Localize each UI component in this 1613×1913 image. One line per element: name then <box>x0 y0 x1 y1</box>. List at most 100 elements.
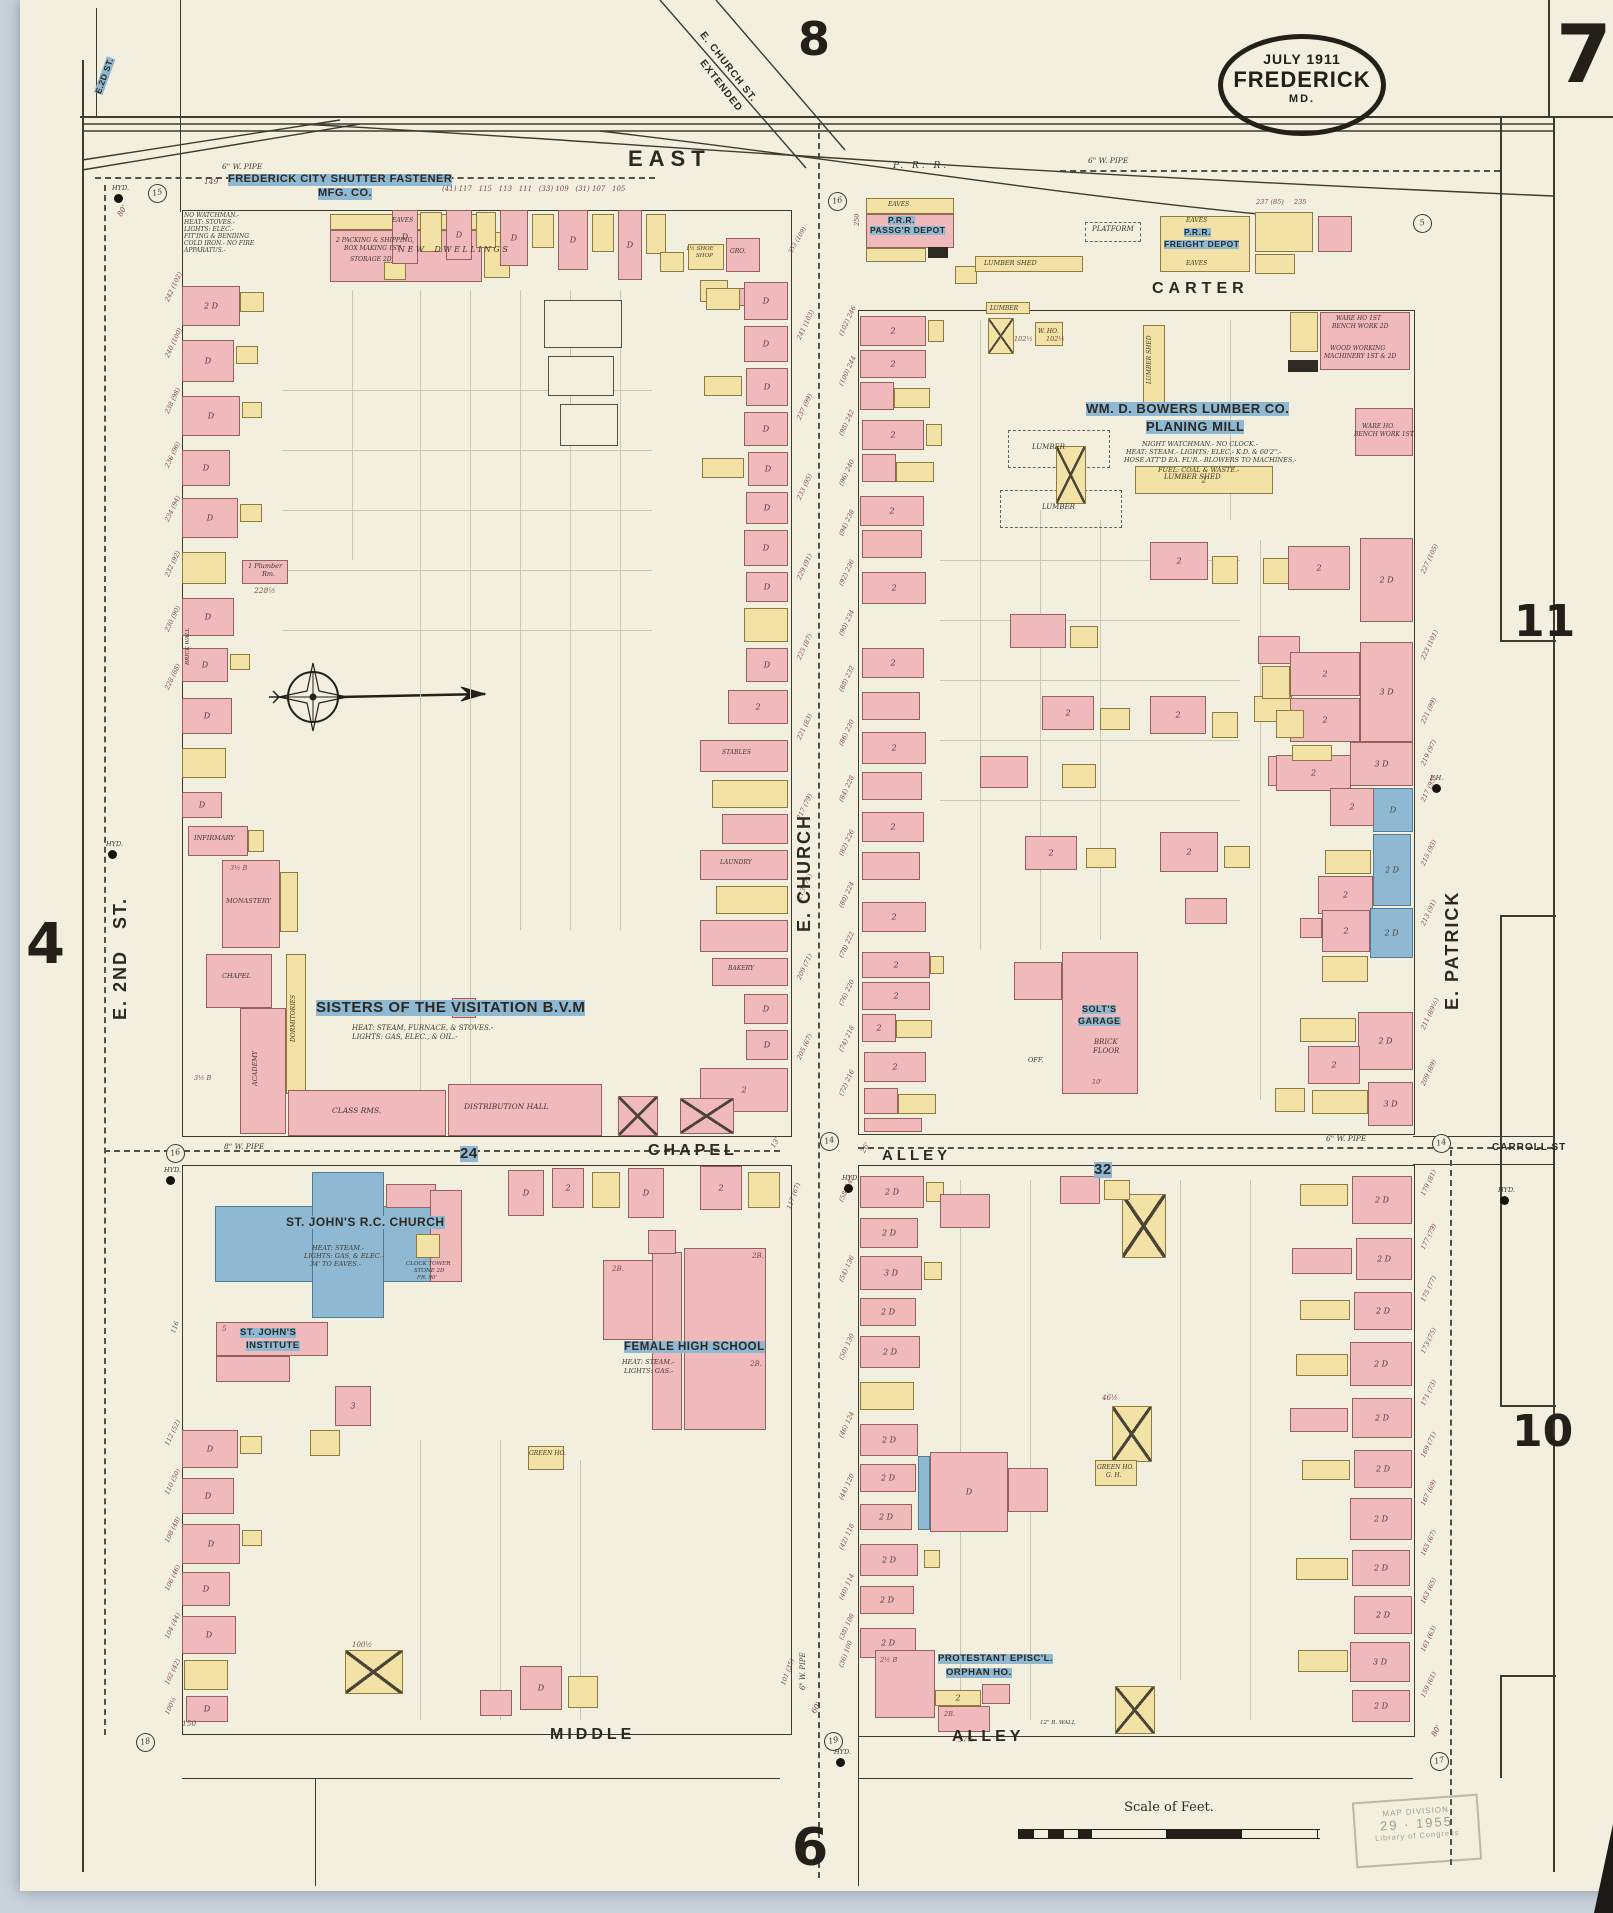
building <box>1255 254 1295 274</box>
map-label: LUMBER <box>990 305 1019 312</box>
building <box>1086 848 1116 868</box>
building <box>700 920 788 952</box>
building: 3 D <box>1368 1082 1413 1126</box>
lot-line <box>1250 1180 1251 1720</box>
building: 2 D <box>1350 1498 1412 1540</box>
building <box>528 1446 564 1470</box>
building <box>866 198 954 214</box>
building <box>230 654 250 670</box>
map-label: BRICK WALL <box>185 627 191 665</box>
building <box>924 1550 940 1568</box>
building <box>182 552 226 584</box>
building <box>216 1356 290 1382</box>
building: 2 D <box>860 1504 912 1530</box>
building: D <box>182 598 234 636</box>
building <box>206 954 272 1008</box>
building <box>1276 710 1304 738</box>
sheet-number: 7 <box>1556 8 1612 101</box>
water-pipe-epatrick <box>1450 1150 1452 1865</box>
building <box>1212 712 1238 738</box>
building: D <box>746 492 788 524</box>
lot-line <box>940 560 1240 561</box>
building: D <box>746 368 788 406</box>
building <box>1122 1194 1166 1258</box>
building: 2 <box>700 1166 742 1210</box>
building <box>722 814 788 844</box>
lot-line <box>940 740 1240 741</box>
lot-line <box>282 630 652 631</box>
building <box>1060 1176 1100 1204</box>
building: 2 <box>1150 542 1208 580</box>
building <box>240 292 264 312</box>
street-label-e-2nd-st-: E. 2ND ST. <box>110 896 130 1020</box>
adjacent-sheet-11: 11 <box>1514 596 1576 647</box>
lot-line <box>940 800 1240 801</box>
map-label: FIT'ING & BENDING <box>184 233 250 240</box>
building: 2 D <box>1373 834 1411 906</box>
building: 3 D <box>1360 642 1413 742</box>
map-label: P. R. R. <box>893 161 950 171</box>
building: D <box>1373 788 1413 832</box>
map-label: PASSG'R DEPOT <box>870 225 946 235</box>
map-label: 6" W. PIPE <box>1326 1134 1367 1143</box>
building: 2 <box>860 496 924 526</box>
building: D <box>392 210 418 264</box>
building <box>1325 850 1371 874</box>
map-label: LUMBER <box>1032 443 1065 451</box>
building <box>648 1230 676 1254</box>
building <box>896 462 934 482</box>
building: 3 D <box>860 1256 922 1290</box>
building: 2 <box>862 812 924 842</box>
building: D <box>182 698 232 734</box>
map-label: BAKERY <box>728 965 754 972</box>
building: 2 D <box>1352 1690 1410 1722</box>
map-city: FREDERICK <box>1233 67 1371 92</box>
building <box>924 1262 942 1280</box>
map-label: FREIGHT DEPOT <box>1164 239 1240 249</box>
street-label-carter: CARTER <box>1152 280 1249 297</box>
building: 2 D <box>1352 1550 1410 1586</box>
map-label: FEMALE HIGH SCHOOL <box>624 1341 765 1354</box>
building <box>386 1184 436 1208</box>
lot-line <box>420 290 421 1130</box>
map-label: W. HO. <box>1038 328 1059 335</box>
building: 2 <box>862 420 924 450</box>
building <box>860 1382 914 1410</box>
building: 2 D <box>1350 1342 1412 1386</box>
building <box>1010 614 1066 648</box>
building <box>532 214 554 248</box>
building: 2 <box>1150 696 1206 734</box>
hydrant-label: HYD. <box>164 1166 182 1174</box>
building: 2 D <box>1352 1398 1412 1438</box>
building <box>926 1182 944 1202</box>
street-label-middle: MIDDLE <box>550 1726 636 1743</box>
map-label: GRO. <box>730 248 746 255</box>
map-label: WARE HO 1ST <box>1336 315 1381 322</box>
building: 2 D <box>860 1336 920 1368</box>
map-label: 57½ <box>958 1736 974 1744</box>
map-label: EAVES <box>1186 217 1208 224</box>
building: 2 D <box>1354 1596 1412 1634</box>
building <box>242 402 262 418</box>
building: D <box>182 792 222 818</box>
water-pipe-echurch <box>818 123 820 1878</box>
building <box>1100 708 1130 730</box>
map-label: PLANING MILL <box>1146 419 1245 434</box>
hydrant-icon <box>114 194 123 203</box>
building <box>986 302 1030 314</box>
map-label: HEAT: STEAM.- <box>622 1358 675 1366</box>
lot-line <box>352 290 353 560</box>
building <box>896 1020 932 1038</box>
hydrant-label: HYD. <box>1498 1186 1516 1194</box>
building <box>560 404 618 446</box>
street-label-carroll-st: CARROLL ST <box>1492 1142 1567 1153</box>
building: 2 <box>860 316 926 346</box>
frame-right-line <box>1553 116 1555 1872</box>
building <box>955 266 977 284</box>
building <box>1300 1300 1350 1320</box>
building <box>1300 1018 1356 1042</box>
adjacent-sheet-10: 10 <box>1512 1406 1574 1457</box>
building <box>236 346 258 364</box>
building: 2 <box>862 1014 896 1042</box>
map-label: BOX MAKING 1ST <box>344 245 401 252</box>
